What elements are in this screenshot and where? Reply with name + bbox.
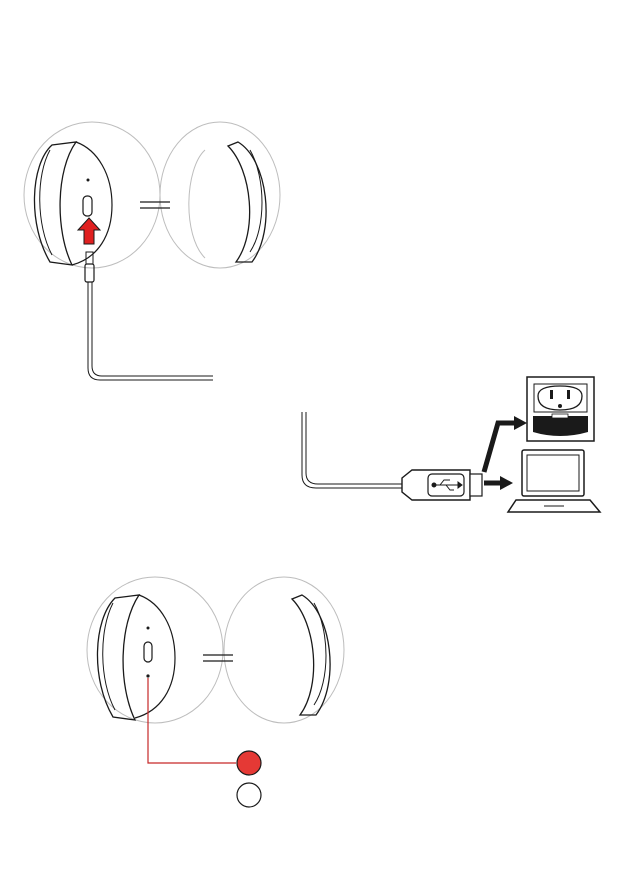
insert-arrow-icon xyxy=(78,218,100,244)
led-charging-indicator xyxy=(237,751,261,775)
headphones-icon xyxy=(24,122,280,268)
panel-connect-cable xyxy=(24,122,280,380)
panel-led-status xyxy=(87,577,344,807)
led-leader-line xyxy=(148,678,236,763)
usb-cable-upper xyxy=(88,282,213,380)
panel-connect-power xyxy=(302,377,600,512)
right-cushion xyxy=(228,142,266,262)
headphones-icon xyxy=(87,577,344,723)
led-charged-indicator xyxy=(237,783,261,807)
left-earcup-outline xyxy=(24,122,160,268)
usb-cable-lower xyxy=(302,412,402,488)
laptop-icon xyxy=(508,450,600,512)
led-indicator-icon xyxy=(146,674,149,677)
left-cushion xyxy=(34,142,76,265)
usb-c-port-icon xyxy=(83,196,92,216)
mic-hole-icon xyxy=(147,627,150,630)
usb-c-port-icon xyxy=(144,642,152,662)
usb-cable-icon xyxy=(402,470,482,500)
wall-outlet-icon xyxy=(527,377,594,441)
mic-hole-icon xyxy=(87,179,90,182)
arrow-to-outlet xyxy=(484,423,516,472)
